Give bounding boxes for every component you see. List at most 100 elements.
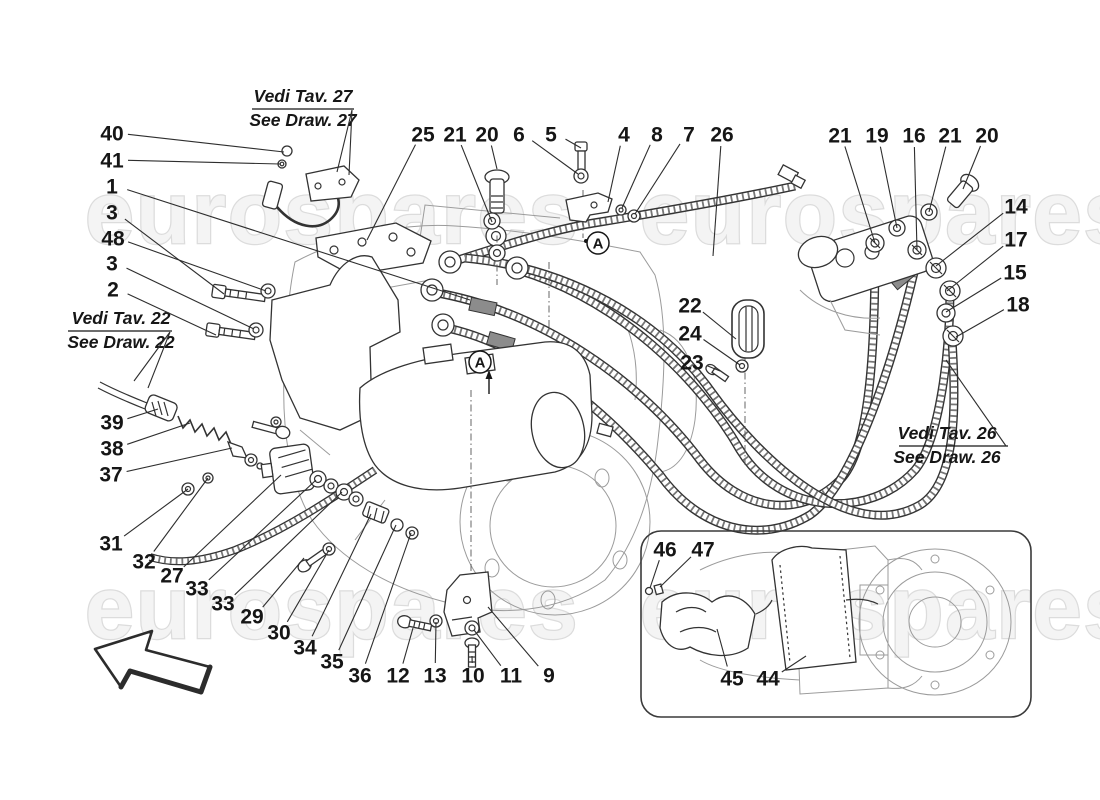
part-number-label: 17 (1004, 229, 1027, 252)
nut-40 (281, 145, 293, 157)
reference-notes: Vedi Tav. 27 See Draw. 27 Vedi Tav. 22 S… (67, 86, 1008, 467)
leader-line (127, 241, 267, 292)
bracket-4 (565, 192, 613, 223)
part-number-label: 21 (828, 125, 852, 148)
top-fasteners (261, 141, 641, 262)
leader-line (935, 212, 1004, 267)
leader-line (123, 488, 189, 537)
note-draw26-line2: See Draw. 26 (893, 447, 1001, 467)
part-number-label: 25 (411, 124, 435, 147)
washer-33 (335, 483, 353, 501)
leader-line (127, 422, 191, 445)
banjo-eye-fittings (420, 225, 529, 337)
leader-line (531, 140, 579, 175)
leader-line (153, 477, 209, 552)
watermark-text: eurospares (85, 558, 579, 657)
banjo-bolts-right (865, 219, 964, 347)
inset-border (640, 530, 1032, 718)
note-draw27-line2: See Draw. 27 (249, 110, 358, 130)
hose-e (464, 253, 959, 520)
leader-line (781, 655, 807, 673)
leader-line (473, 629, 502, 667)
part-number-label: 45 (720, 668, 744, 691)
pump-cluster (777, 163, 980, 347)
knurled-nut-39 (144, 394, 178, 422)
part-number-label: 22 (678, 295, 701, 318)
part-number-label: 47 (691, 539, 714, 562)
leader-line (634, 143, 681, 215)
nut-7 (627, 209, 641, 223)
washer-21 (488, 244, 506, 262)
spring-38 (177, 415, 232, 445)
connector (261, 180, 284, 210)
clutch-cylinder-assembly (269, 190, 746, 588)
part-number-label: 30 (267, 622, 290, 645)
leader-line (402, 627, 414, 664)
note-draw22-line1: Vedi Tav. 22 (72, 308, 171, 328)
part-number-label: 6 (513, 124, 525, 147)
leader-line (183, 474, 282, 568)
leader-line (366, 144, 416, 241)
leader-line (127, 189, 471, 301)
bolt-5-shaft (577, 150, 586, 171)
washer-48 (260, 283, 276, 299)
part-number-label: 10 (461, 665, 484, 688)
part-number-label: 36 (348, 665, 371, 688)
watermark-text: eurospares (640, 163, 1100, 262)
switch-and-washers (181, 443, 419, 573)
leader-line (208, 479, 317, 581)
leader-line (879, 146, 898, 229)
part-number-label: 24 (678, 323, 702, 346)
part-number-label: 3 (106, 202, 118, 225)
leader-line (712, 145, 722, 257)
leader-line (945, 277, 1002, 313)
part-number-label: 5 (545, 124, 557, 147)
leader-line (946, 245, 1004, 292)
part-number-label: 35 (320, 651, 344, 674)
part-number-label: 21 (938, 125, 962, 148)
heat-shield-45 (659, 592, 756, 657)
bottom-bracket-assembly (397, 571, 493, 668)
washer-43 (270, 416, 282, 428)
part-number-label: 31 (99, 533, 123, 556)
leader-line (703, 339, 741, 366)
bolt-12 (397, 615, 433, 632)
part-number-label: 12 (386, 665, 409, 688)
part-number-label: 19 (865, 125, 888, 148)
left-fasteners (97, 283, 291, 470)
bolt-46 (644, 586, 654, 596)
support-bracket-25 (315, 222, 432, 276)
part-number-label: 23 (680, 352, 703, 375)
part-number-label: 37 (99, 464, 122, 487)
leader-line (234, 491, 343, 596)
cone-37 (226, 440, 249, 459)
direction-arrow-icon (93, 629, 213, 695)
hose-b (431, 247, 880, 510)
part-number-label: 33 (185, 578, 208, 601)
leader-line (706, 365, 721, 372)
leader-line (127, 133, 285, 153)
leader-line (621, 144, 651, 209)
part-number-label: 20 (975, 125, 998, 148)
part-number-label: 32 (132, 551, 155, 574)
part-number-label: 20 (475, 124, 498, 147)
inset-box (640, 530, 1032, 718)
washer-6 (573, 168, 589, 184)
part-number-label: 9 (543, 665, 555, 688)
leader-line (962, 145, 982, 190)
hose-d (516, 265, 955, 509)
leader-line (311, 513, 372, 637)
leader-line (607, 145, 621, 203)
washer-3 (248, 322, 264, 338)
ball-fitting-35 (390, 518, 404, 532)
port-boss (422, 343, 454, 365)
leader-line (716, 628, 728, 667)
part-number-label: 40 (100, 123, 123, 146)
leader-line (127, 408, 159, 420)
part-number-label: 2 (107, 279, 119, 302)
nut-11 (464, 620, 480, 636)
part-number-label: 34 (293, 637, 317, 660)
leader-line (565, 138, 582, 149)
